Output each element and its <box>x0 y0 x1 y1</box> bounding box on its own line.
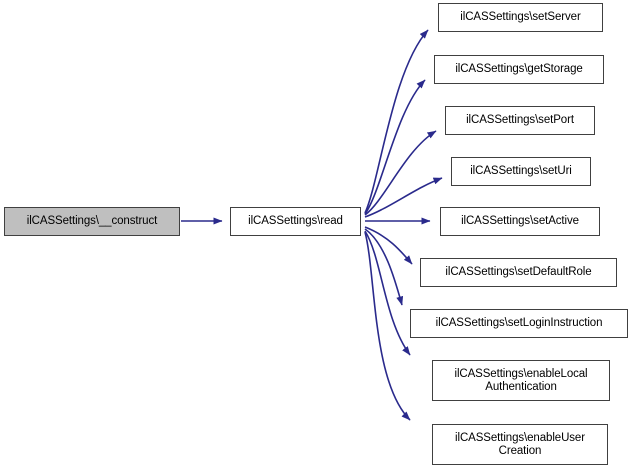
node-set-port[interactable]: ilCASSettings\setPort <box>445 106 595 135</box>
node-set-default-role[interactable]: ilCASSettings\setDefaultRole <box>420 258 617 287</box>
edge-read-to-getStorage <box>364 79 426 215</box>
edge-read-to-enableLocalAuthentication <box>364 230 411 356</box>
node-set-uri[interactable]: ilCASSettings\setUri <box>451 157 591 186</box>
node-set-login-instruction[interactable]: ilCASSettings\setLoginInstruction <box>410 309 628 338</box>
node-get-storage[interactable]: ilCASSettings\getStorage <box>434 55 604 84</box>
edge-read-to-enableUserCreation <box>364 231 411 421</box>
node-set-server[interactable]: ilCASSettings\setServer <box>438 3 603 32</box>
edge-read-to-setUri <box>364 177 443 218</box>
node-construct[interactable]: ilCASSettings\__construct <box>4 207 180 236</box>
edge-read-to-setServer <box>364 29 429 214</box>
node-enable-user-creation[interactable]: ilCASSettings\enableUser Creation <box>432 424 608 465</box>
edge-read-to-setDefaultRole <box>364 226 413 265</box>
edge-read-to-setLoginInstruction <box>364 228 404 306</box>
node-read[interactable]: ilCASSettings\read <box>230 207 361 236</box>
edge-read-to-setPort <box>364 130 437 216</box>
node-set-active[interactable]: ilCASSettings\setActive <box>440 207 600 236</box>
node-enable-local-authentication[interactable]: ilCASSettings\enableLocal Authentication <box>432 360 610 401</box>
